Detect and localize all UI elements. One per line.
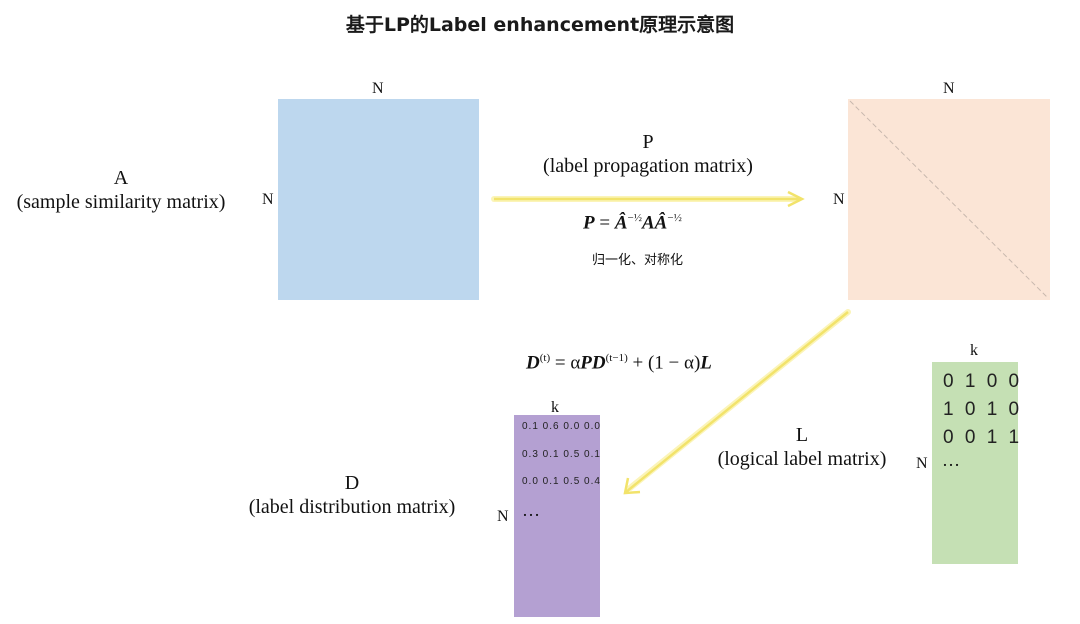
matrix-l-row-1: 0 1 0 0: [943, 371, 1023, 392]
formula-d-l: L: [700, 352, 712, 374]
matrix-l-caption: L (logical label matrix): [704, 423, 900, 471]
formula-d: D(t) = αPD(t−1) + (1 − α)L: [526, 352, 712, 374]
matrix-l-row-3: 0 0 1 1: [943, 427, 1023, 448]
matrix-p-top-label: N: [943, 80, 955, 97]
matrix-l-row-2: 1 0 1 0: [943, 399, 1023, 420]
matrix-d-ellipsis: …: [522, 500, 540, 520]
matrix-p-desc: (label propagation matrix): [543, 155, 753, 177]
matrix-l-block: [932, 362, 1018, 564]
matrix-p-name: P: [642, 131, 654, 153]
arrow-p-to-d: [625, 311, 849, 493]
matrix-l-ellipsis: …: [942, 450, 960, 470]
formula-d-lhs-sup: (t): [539, 352, 551, 364]
formula-p-a: A: [641, 212, 655, 234]
formula-p-a-hat-2: Â: [654, 212, 668, 234]
arrow-p-to-d-head: [623, 477, 641, 495]
formula-d-lhs: D: [526, 352, 540, 374]
formula-p: P = Â−½AÂ−½: [583, 212, 682, 234]
matrix-a-block: [278, 99, 479, 300]
matrix-d-side-label: N: [497, 508, 509, 525]
arrow-a-to-p-head: [787, 190, 805, 208]
formula-p-eq: =: [594, 212, 615, 234]
matrix-p-diagonal: [849, 100, 1049, 299]
formula-p-a-hat-1: Â: [614, 212, 628, 234]
formula-d-d-sup: (t−1): [605, 352, 628, 364]
matrix-d-caption: D (label distribution matrix): [232, 471, 472, 519]
formula-d-d: D: [591, 352, 606, 374]
matrix-p-caption: P (label propagation matrix): [522, 130, 774, 178]
matrix-l-name: L: [795, 424, 809, 446]
matrix-d-row-3: 0.0 0.1 0.5 0.4: [522, 476, 601, 487]
matrix-a-top-label: N: [372, 80, 384, 97]
matrix-d-name: D: [344, 472, 360, 494]
matrix-d-row-2: 0.3 0.1 0.5 0.1: [522, 449, 601, 460]
formula-p-exp-2: −½: [667, 212, 682, 224]
matrix-p-side-label: N: [833, 191, 845, 208]
diagram-title: 基于LP的Label enhancement原理示意图: [345, 14, 735, 36]
matrix-d-row-1: 0.1 0.6 0.0 0.0: [522, 421, 601, 432]
matrix-d-top-label: k: [551, 399, 559, 416]
formula-p-lhs: P: [583, 212, 595, 234]
matrix-a-side-label: N: [262, 191, 274, 208]
normalization-note: 归一化、对称化: [592, 253, 684, 268]
matrix-a-name: A: [113, 167, 129, 189]
formula-d-p: P: [580, 352, 592, 374]
formula-d-eq: = α: [550, 352, 581, 374]
matrix-a-desc: (sample similarity matrix): [16, 191, 226, 213]
matrix-l-top-label: k: [970, 342, 978, 359]
formula-d-mid: + (1 − α): [627, 352, 701, 374]
matrix-d-desc: (label distribution matrix): [248, 496, 456, 518]
formula-p-exp-1: −½: [627, 212, 642, 224]
matrix-a-caption: A (sample similarity matrix): [10, 166, 232, 214]
matrix-l-desc: (logical label matrix): [717, 448, 887, 470]
matrix-d-block: [514, 415, 600, 617]
matrix-l-side-label: N: [916, 455, 928, 472]
